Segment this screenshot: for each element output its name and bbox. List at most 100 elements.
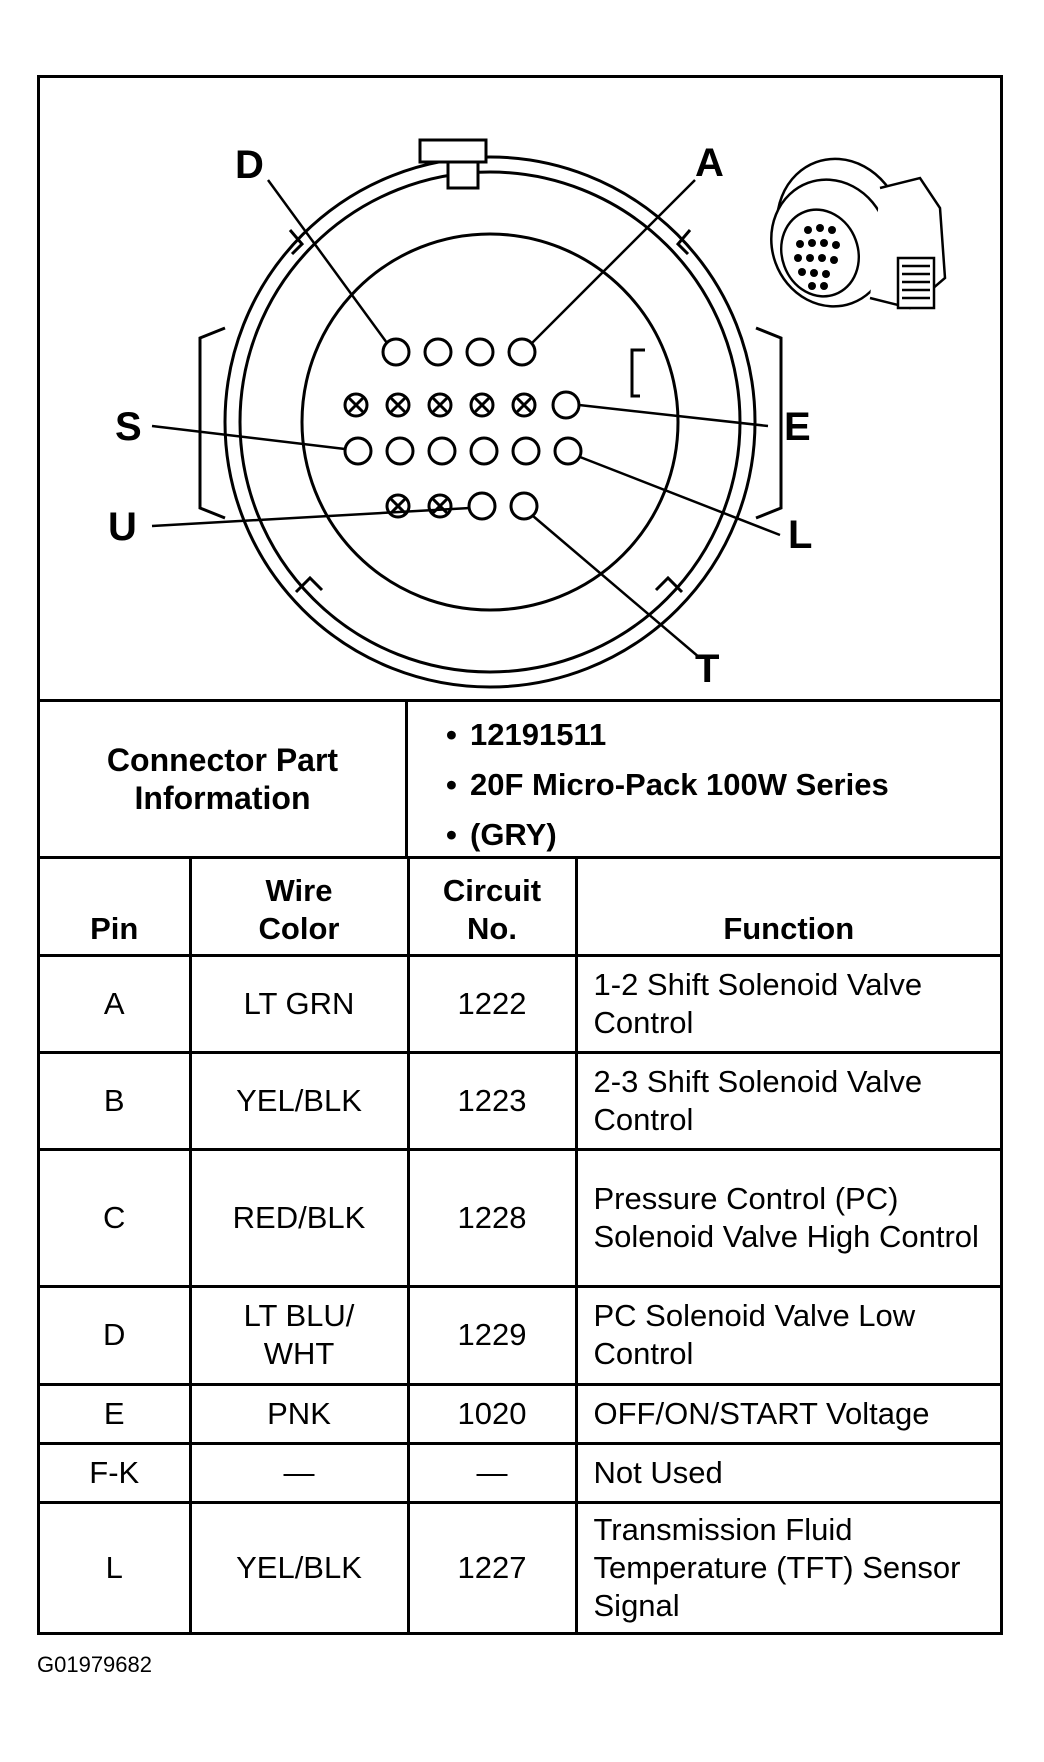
callout-a: A [695, 141, 724, 185]
cell-circuit: 1020 [406, 1382, 578, 1445]
leader-d [266, 179, 389, 344]
cell-circuit: 1223 [406, 1050, 578, 1151]
cell-pin: B [40, 1050, 192, 1151]
cell-pin: C [40, 1147, 192, 1288]
cell-pin: E [40, 1382, 192, 1445]
cell-wire-color: YEL/BLK [188, 1500, 410, 1633]
connector-face-svg: D A S E U L T [108, 138, 947, 691]
part-info-list: 12191511 20F Micro-Pack 100W Series (GRY… [408, 702, 1000, 860]
plugged-cavity [343, 392, 369, 418]
pin-cavity-s [343, 436, 373, 466]
cell-function: Pressure Control (PC) Solenoid Valve Hig… [574, 1147, 1000, 1288]
part-info-label: Connector Part Information [40, 702, 408, 856]
callout-d: D [235, 143, 264, 187]
cell-pin: D [40, 1284, 192, 1386]
callout-s: S [115, 405, 142, 449]
terminal-insert [300, 232, 680, 612]
cell-circuit: 1228 [406, 1147, 578, 1288]
cell-function: 1-2 Shift Solenoid Valve Control [574, 953, 1000, 1054]
callout-leaders [151, 179, 781, 659]
cell-circuit: 1227 [406, 1500, 578, 1633]
top-latch [418, 138, 488, 164]
table-row: F-K — — Not Used [40, 1441, 1000, 1504]
part-info-item: 12191511 [408, 710, 1000, 760]
pin-cavity [427, 436, 457, 466]
leader-s [151, 424, 346, 451]
pin-cavity-a [507, 337, 537, 367]
cell-wire-color: LT BLU/ WHT [188, 1284, 410, 1386]
connector-outer-shell [223, 155, 757, 689]
pin-cavity [423, 337, 453, 367]
table-row: C RED/BLK 1228 Pressure Control (PC) Sol… [40, 1147, 1000, 1288]
pin-cavity-e [551, 390, 581, 420]
connector-part-information: Connector Part Information 12191511 20F … [40, 702, 1000, 860]
pin-cavity [381, 337, 411, 367]
cell-pin: L [40, 1500, 192, 1633]
right-flange [755, 326, 783, 520]
cell-function: 2-3 Shift Solenoid Valve Control [574, 1050, 1000, 1151]
key-upper-right [675, 229, 692, 256]
pin-cavity [385, 436, 415, 466]
cell-function: Transmission Fluid Temperature (TFT) Sen… [574, 1500, 1000, 1633]
header-wire-color: Wire Color [188, 859, 410, 957]
header-function: Function [574, 859, 1000, 957]
header-pin: Pin [40, 859, 192, 957]
connector-face-diagram: D A S E U L T [40, 78, 1000, 702]
table-header-row: Pin Wire Color Circuit No. Function [40, 859, 1000, 957]
table-row: D LT BLU/ WHT 1229 PC Solenoid Valve Low… [40, 1284, 1000, 1386]
header-circuit-no: Circuit No. [406, 859, 578, 957]
pin-cavity-l [553, 436, 583, 466]
cell-function: Not Used [574, 1441, 1000, 1504]
table-row: E PNK 1020 OFF/ON/START Voltage [40, 1382, 1000, 1445]
pin-cavity [469, 436, 499, 466]
left-flange [198, 326, 226, 520]
cell-pin: A [40, 953, 192, 1054]
table-row: A LT GRN 1222 1-2 Shift Solenoid Valve C… [40, 953, 1000, 1054]
top-latch-tab [446, 160, 480, 190]
cell-function: PC Solenoid Valve Low Control [574, 1284, 1000, 1386]
cell-circuit: 1222 [406, 953, 578, 1054]
cell-wire-color: — [188, 1441, 410, 1504]
cell-wire-color: YEL/BLK [188, 1050, 410, 1151]
cell-wire-color: RED/BLK [188, 1147, 410, 1288]
pin-cavity-t [509, 491, 539, 521]
connector-inner-shell [238, 170, 742, 674]
figure-id: G01979682 [37, 1652, 152, 1677]
pinout-table: Pin Wire Color Circuit No. Function A LT… [40, 859, 1000, 1633]
callout-l: L [788, 513, 812, 557]
leader-t [532, 515, 701, 659]
key-lower-right [654, 575, 684, 594]
callout-e: E [784, 405, 811, 449]
cell-circuit: 1229 [406, 1284, 578, 1386]
table-row: B YEL/BLK 1223 2-3 Shift Solenoid Valve … [40, 1050, 1000, 1151]
cell-circuit: — [406, 1441, 578, 1504]
plugged-cavity [427, 392, 453, 418]
cell-wire-color: LT GRN [188, 953, 410, 1054]
cell-function: OFF/ON/START Voltage [574, 1382, 1000, 1445]
plugged-cavity [511, 392, 537, 418]
callout-labels: D A S E U L T [108, 141, 812, 691]
cell-pin: F-K [40, 1441, 192, 1504]
cell-wire-color: PNK [188, 1382, 410, 1445]
callout-u: U [108, 505, 137, 549]
leader-l [579, 455, 781, 537]
pin-cavity [467, 491, 497, 521]
pin-cavity [465, 337, 495, 367]
part-info-item: (GRY) [408, 810, 1000, 860]
plugged-cavity [427, 493, 453, 519]
leader-e [578, 403, 769, 428]
pin-cavity-grid [343, 337, 583, 521]
connector-figure-frame: D A S E U L T [37, 75, 1003, 1635]
connector-perspective-view [770, 157, 947, 310]
part-info-item: 20F Micro-Pack 100W Series [408, 760, 1000, 810]
leader-u [151, 506, 471, 528]
pin-cavity [511, 436, 541, 466]
table-row: L YEL/BLK 1227 Transmission Fluid Temper… [40, 1500, 1000, 1633]
plugged-cavity [469, 392, 495, 418]
plugged-cavity [385, 392, 411, 418]
insert-key-notch [630, 348, 645, 398]
key-upper-left [288, 229, 305, 256]
callout-t: T [695, 647, 719, 691]
key-lower-left [294, 575, 324, 594]
leader-a [531, 179, 696, 344]
